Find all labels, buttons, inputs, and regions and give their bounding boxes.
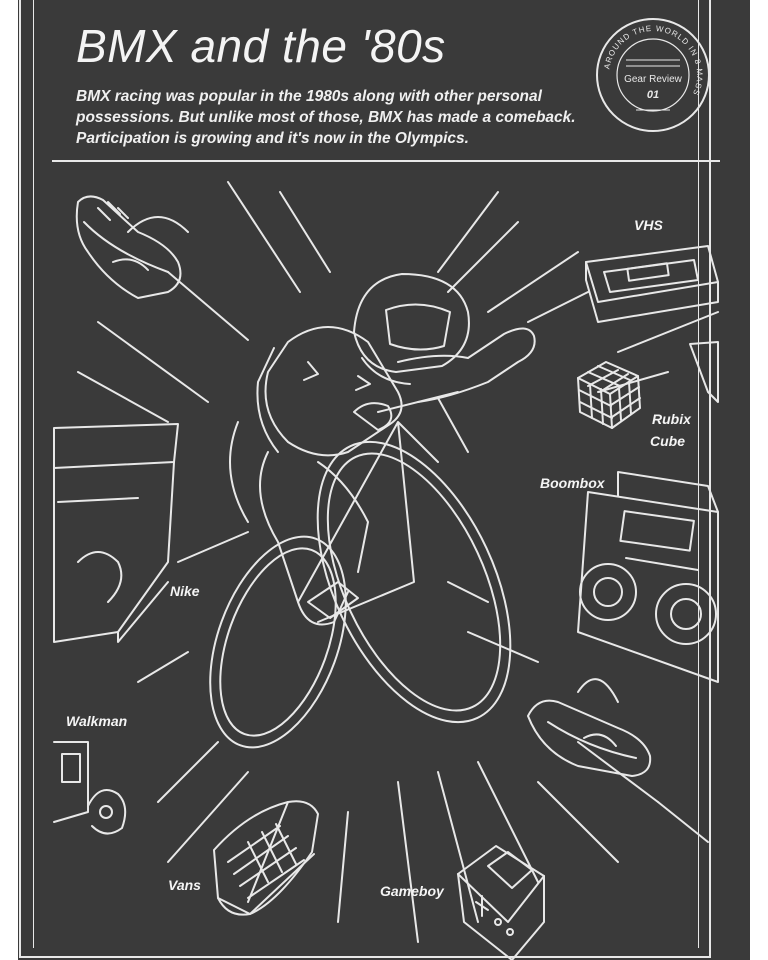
badge-line1: Gear Review	[624, 74, 683, 85]
label-walkman: Walkman	[66, 713, 128, 729]
boombox-icon	[577, 471, 719, 683]
badge-line2: 01	[647, 89, 659, 101]
rubix-cube-icon	[577, 361, 641, 429]
bmx-rider-icon	[209, 273, 536, 749]
nike-shoe-icon	[75, 195, 189, 299]
walkman-icon	[53, 741, 127, 835]
header-divider	[52, 160, 720, 162]
speed-lines	[77, 181, 719, 943]
poster-subtitle: BMX racing was popular in the 1980s alon…	[76, 88, 576, 147]
label-rubix-line2: Cube	[650, 433, 685, 449]
inner-frame	[33, 0, 699, 948]
nike-shoebox-icon	[53, 423, 179, 643]
vhs-icon	[585, 245, 719, 323]
outer-frame	[19, 0, 711, 958]
gear-review-badge: AROUND THE WORLD IN 8 MASS Gear Review 0…	[596, 18, 710, 132]
gameboy-icon	[457, 845, 545, 960]
label-rubix-line1: Rubix	[652, 411, 691, 427]
label-vhs: VHS	[634, 217, 663, 233]
sneaker-right-icon	[527, 678, 652, 777]
label-gameboy: Gameboy	[380, 883, 444, 899]
bmx-illustration	[53, 181, 719, 960]
vans-shoe-icon	[213, 800, 319, 916]
label-nike: Nike	[170, 583, 200, 599]
box-edge-icon	[689, 341, 719, 403]
label-vans: Vans	[168, 877, 201, 893]
label-boombox: Boombox	[540, 475, 605, 491]
badge-ring-text: AROUND THE WORLD IN 8 MASS	[602, 24, 704, 97]
poster-title: BMX and the '80s	[76, 20, 446, 72]
